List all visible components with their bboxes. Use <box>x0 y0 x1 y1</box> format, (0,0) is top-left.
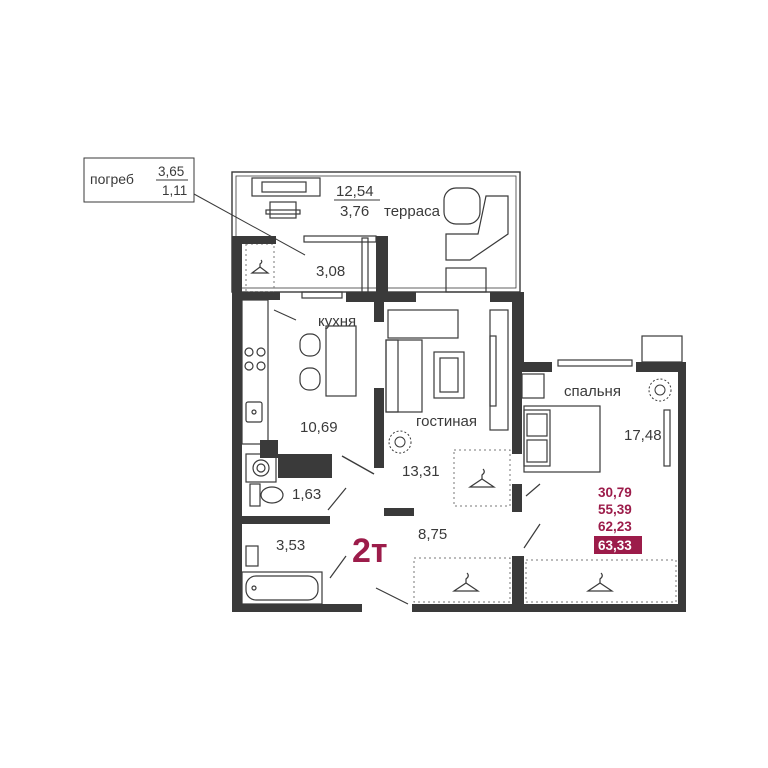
living-area: 13,31 <box>402 463 440 480</box>
total-without-terrace: 55,39 <box>598 502 632 517</box>
hanger-icon <box>452 572 480 592</box>
bathtub-icon <box>241 571 323 605</box>
hanger-icon <box>468 468 496 488</box>
toilet-room: 1,63 <box>245 453 347 511</box>
stove-icon <box>244 347 266 371</box>
chair-icon <box>299 333 321 391</box>
terrace-label: терраса <box>384 203 441 220</box>
sink-icon <box>245 401 263 423</box>
cellar-area-bottom: 1,11 <box>162 183 187 198</box>
kitchen-label: кухня <box>318 313 356 330</box>
sofa-icon <box>385 339 423 413</box>
bedroom-label: спальня <box>564 383 621 400</box>
plant-icon <box>388 430 412 454</box>
living-label: гостиная <box>416 413 477 430</box>
walls <box>232 236 686 612</box>
hall-area: 8,75 <box>418 526 447 543</box>
area-summary: 30,79 55,39 62,23 63,33 <box>594 485 642 554</box>
cellar-callout: погреб 3,65 1,11 <box>83 157 306 256</box>
storage-room: 3,08 <box>301 235 377 299</box>
bedroom: спальня 17,48 <box>521 359 672 497</box>
bathroom: 3,53 <box>241 537 347 605</box>
cellar-leader-line <box>193 193 306 256</box>
hanger-icon <box>250 259 270 274</box>
storage-area: 3,08 <box>316 263 345 280</box>
terrace-area-top: 12,54 <box>336 183 374 200</box>
terrace-area-bottom: 3,76 <box>340 203 369 220</box>
living-room: гостиная 13,31 <box>385 309 511 507</box>
hanger-icon <box>586 572 614 592</box>
washing-machine-icon <box>245 453 277 483</box>
apartment-type-label: 2т <box>352 532 388 570</box>
kitchen-area: 10,69 <box>300 419 338 436</box>
hall: 8,75 <box>375 523 677 605</box>
kitchen: кухня 10,69 <box>241 299 375 475</box>
total-area: 63,33 <box>598 538 632 553</box>
cellar-area-top: 3,65 <box>158 164 184 179</box>
bedroom-area: 17,48 <box>624 427 662 444</box>
total-area-badge <box>594 536 642 554</box>
table-icon <box>325 325 357 397</box>
toilet-icon <box>249 483 284 507</box>
plant-icon <box>648 378 672 402</box>
cellar-label: погреб <box>90 171 134 187</box>
living-area-total: 30,79 <box>598 485 632 500</box>
bathroom-area: 3,53 <box>276 537 305 554</box>
total-with-reduced: 62,23 <box>598 519 632 534</box>
kitchen-wardrobe <box>245 243 275 293</box>
bed-icon <box>523 405 601 473</box>
toilet-area: 1,63 <box>292 486 321 503</box>
